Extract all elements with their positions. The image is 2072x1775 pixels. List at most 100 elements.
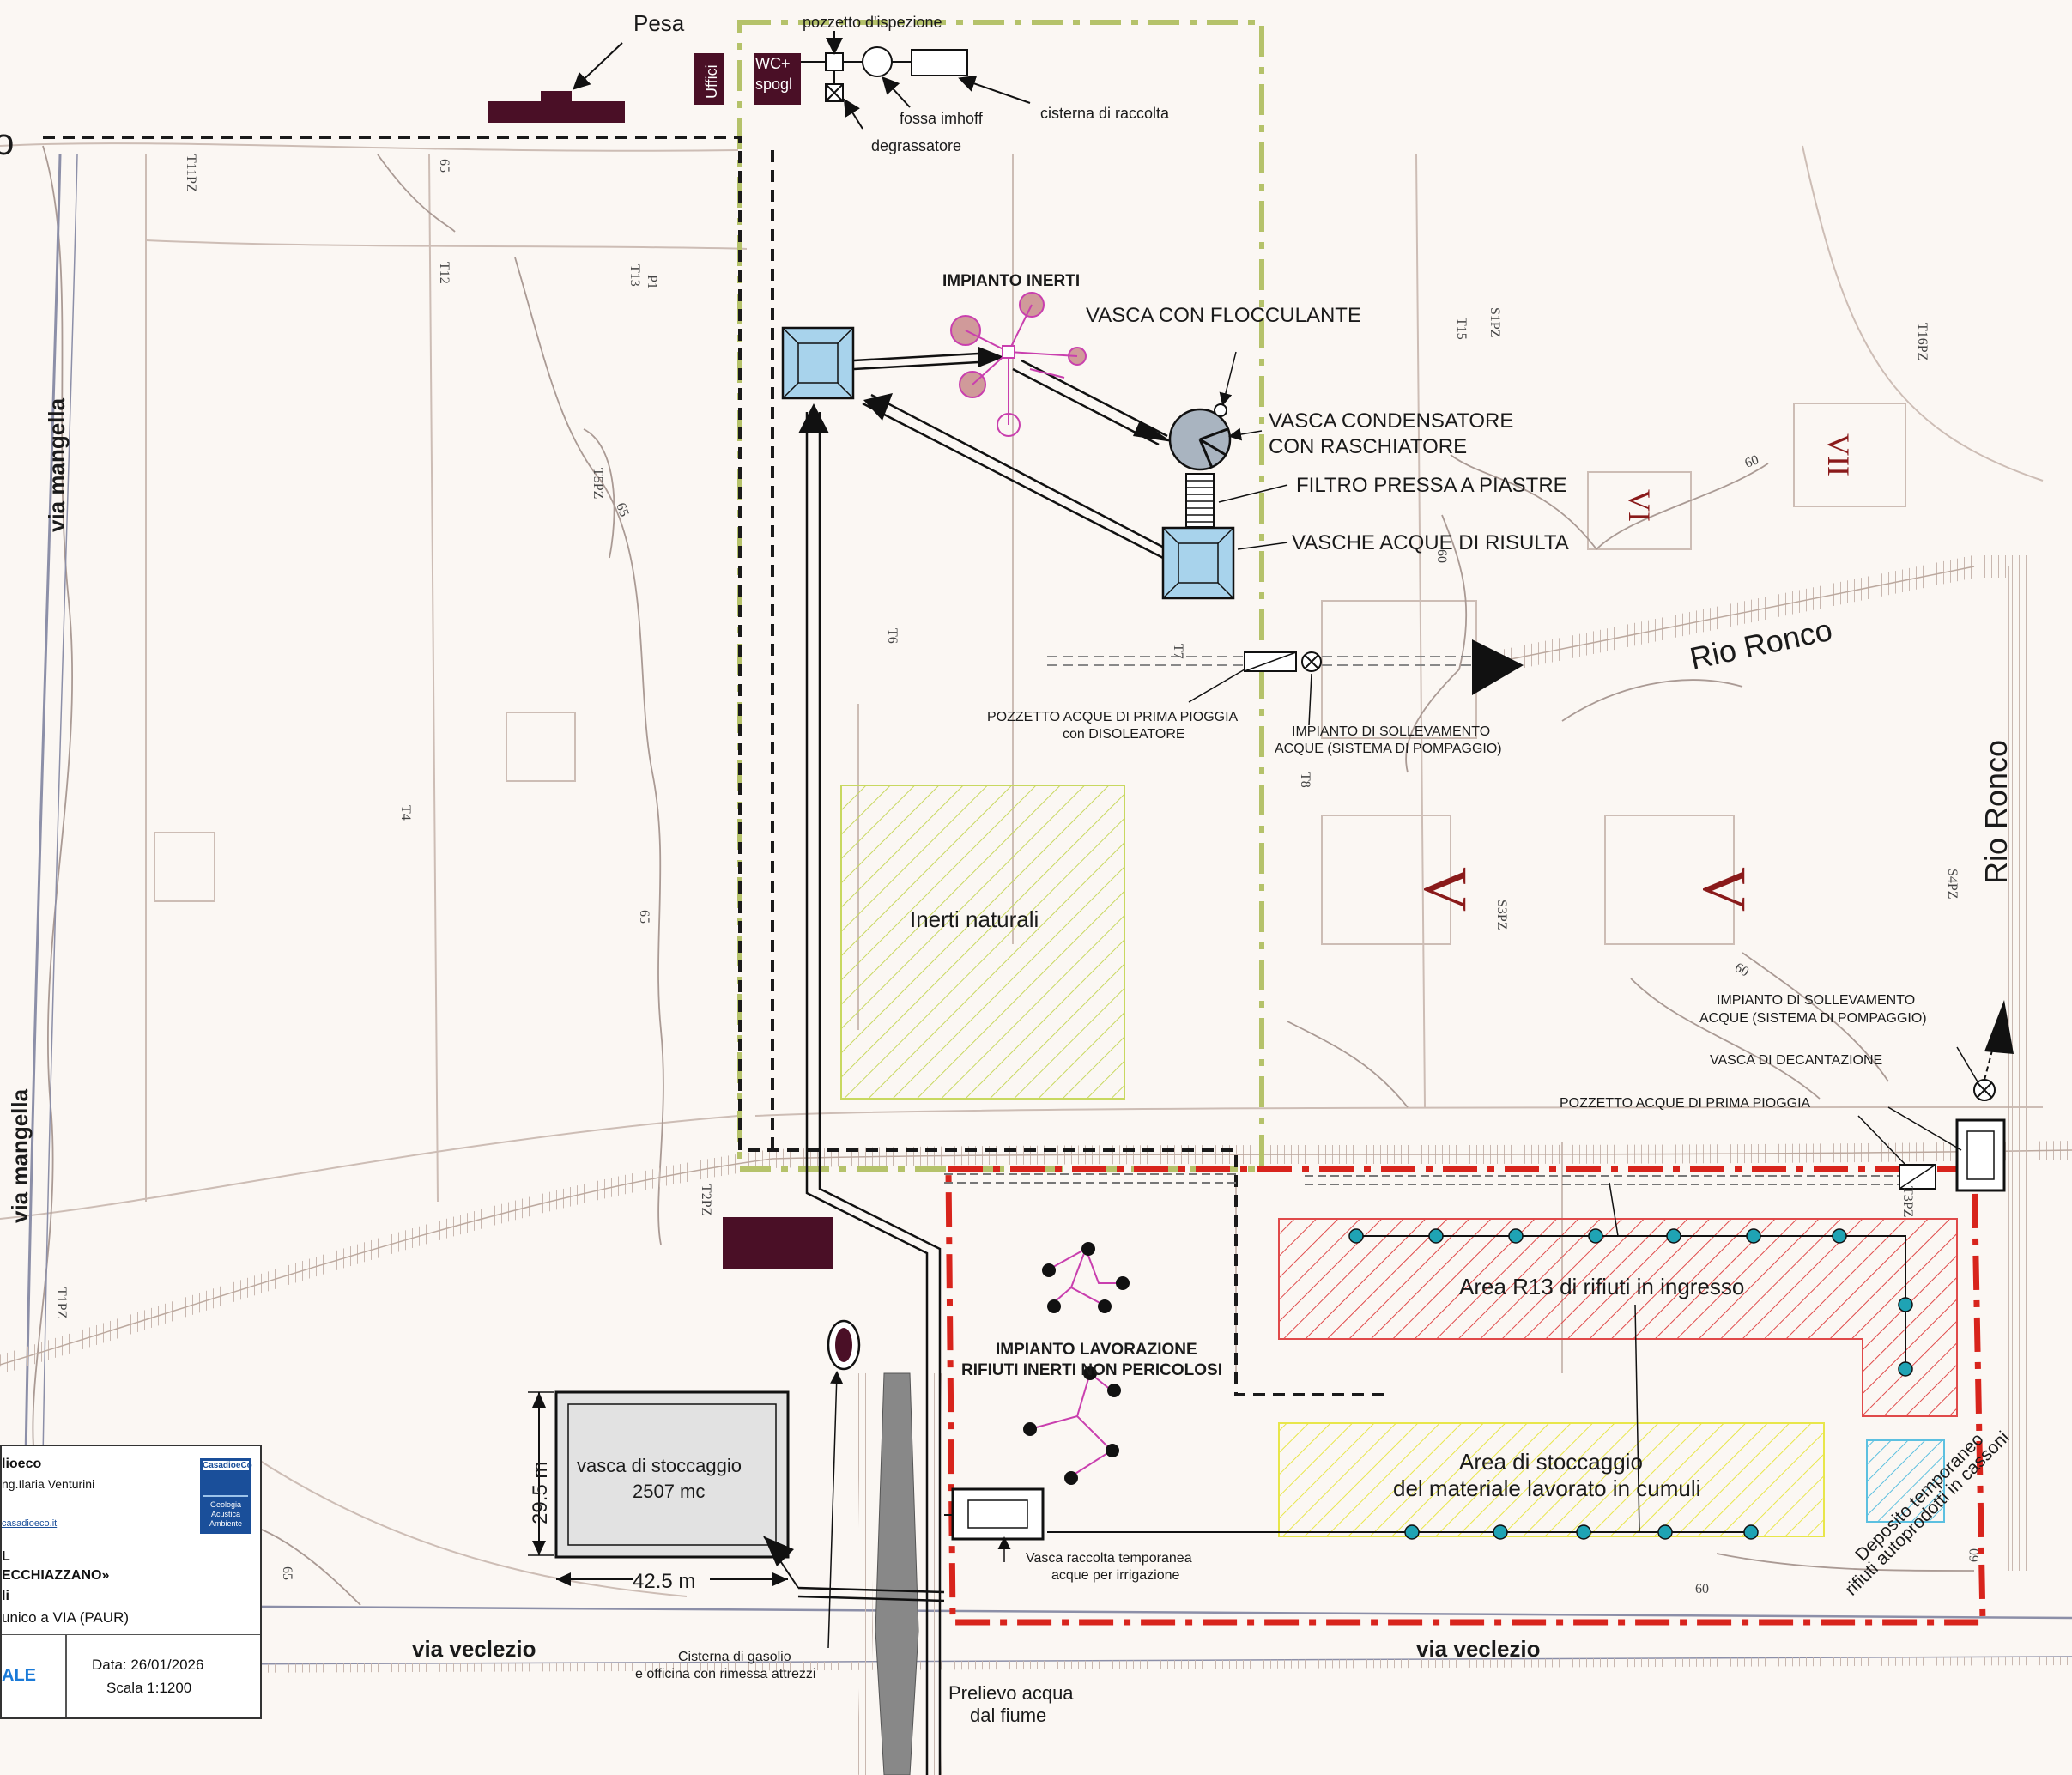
lavorazione-label-2: RIFIUTI INERTI NON PERICOLOSI: [961, 1361, 1222, 1379]
point-t15: T15: [1454, 318, 1469, 340]
contour-60-b: 60: [1434, 549, 1449, 563]
via-veclezio-east-label: via veclezio: [1416, 1636, 1541, 1662]
pozzetto-disoleatore-label-1: POZZETTO ACQUE DI PRIMA PIOGGIA: [987, 710, 1239, 724]
point-t16pz: T16PZ: [1915, 323, 1930, 360]
stoccaggio-label-1: Area di stoccaggio: [1459, 1449, 1643, 1475]
via-mangella-label-2: via mangella: [7, 1088, 33, 1223]
tav-title: ALE: [2, 1666, 36, 1685]
vasca-condensatore-label-2: CON RASCHIATORE: [1269, 435, 1467, 458]
title-block: lioeco ng.Ilaria Venturini casadioeco.it…: [0, 1445, 262, 1719]
vasca-irrigazione: [951, 1487, 1045, 1541]
pozzetto-disoleatore-label-2: con DISOLEATORE: [1063, 727, 1185, 742]
logo-wave-icon: [203, 1473, 248, 1497]
project-line-3: li: [2, 1589, 9, 1603]
vasca-irrigazione-label-2: acque per irrigazione: [1051, 1568, 1180, 1583]
point-t6: T6: [885, 628, 900, 644]
pesa-building: [488, 101, 625, 123]
project-line-1: L: [2, 1549, 10, 1564]
filter-press: [1185, 473, 1215, 528]
via-mangella-label-1: via mangella: [44, 397, 70, 532]
sprinklers: [1348, 1228, 1913, 1540]
wc-building: [754, 53, 801, 105]
point-t1pz: T1PZ: [54, 1287, 69, 1318]
contour-60-c: 60: [1732, 960, 1751, 980]
track-bank: [0, 1141, 2072, 1374]
logo-line-3: Ambiente: [209, 1519, 243, 1528]
point-t4: T4: [398, 805, 413, 821]
point-t5pz: T5PZ: [591, 468, 605, 499]
vasca-stoccaggio-label-1: vasca di stoccaggio: [577, 1455, 742, 1476]
uffici-building: [694, 53, 724, 105]
title-block-company: lioeco ng.Ilaria Venturini casadioeco.it…: [2, 1446, 260, 1542]
area-r13: [1278, 1218, 1958, 1417]
sollevamento-east-label-2: ACQUE (SISTEMA DI POMPAGGIO): [1699, 1011, 1927, 1026]
date-label: Data: 26/01/2026: [92, 1657, 204, 1673]
vasca-stoccaggio: [554, 1390, 790, 1559]
inerti-naturali-label: Inerti naturali: [910, 906, 1039, 932]
vasche-acque-label: VASCHE ACQUE DI RISULTA: [1292, 531, 1569, 554]
logo-line-2: Acustica: [210, 1510, 240, 1518]
sewage-system: [573, 31, 1031, 130]
fossa-imhoff-label: fossa imhoff: [900, 110, 984, 127]
company-email: casadioeco.it: [2, 1518, 58, 1529]
impianto-inerti-label: IMPIANTO INERTI: [942, 272, 1080, 290]
filtro-pressa-label: FILTRO PRESSA A PIASTRE: [1296, 474, 1567, 497]
title-block-info: ALE Data: 26/01/2026 Scala 1:1200: [2, 1635, 260, 1717]
title-block-project: L ECCHIAZZANO» li unico a VIA (PAUR): [2, 1542, 260, 1635]
logo-brand: CasadioeCo: [203, 1461, 252, 1470]
field-v-2: V: [1690, 867, 1759, 912]
point-t12: T12: [437, 262, 451, 284]
company-name: lioeco: [2, 1457, 42, 1471]
project-line-4: unico a VIA (PAUR): [2, 1609, 130, 1626]
road-via-mangella: [24, 154, 78, 1460]
point-s4pz: S4PZ: [1945, 869, 1960, 900]
stoccaggio-label-2: del materiale lavorato in cumuli: [1393, 1475, 1700, 1501]
black-dashed-boundary: [43, 136, 1386, 1396]
uffici-label: Uffici: [703, 64, 720, 99]
cisterna-raccolta-label: cisterna di raccolta: [1040, 105, 1170, 122]
contour-60-d: 60: [1695, 1582, 1709, 1596]
outflow-arrow: [1472, 639, 1524, 695]
contour-60-a: 60: [1743, 452, 1761, 470]
sollevamento-label-1: IMPIANTO DI SOLLEVAMENTO: [1292, 724, 1490, 739]
cisterna-gasolio-label-1: Cisterna di gasolio: [678, 1650, 791, 1664]
vasca-decantazione-label: VASCA DI DECANTAZIONE: [1710, 1053, 1882, 1068]
contour-lines: [32, 145, 1975, 1606]
contour-65-b: 65: [613, 501, 631, 519]
contour-65-d: 65: [280, 1566, 294, 1580]
east-components: [944, 1000, 2014, 1537]
cut-o-label: o: [0, 121, 14, 163]
south-components: [528, 1167, 1130, 1775]
point-t7: T7: [1171, 644, 1185, 659]
company-logo: CasadioeCo Geologia Acustica Ambiente: [200, 1458, 252, 1534]
point-s1pz: S1PZ: [1487, 307, 1502, 338]
logo-line-1: Geologia: [209, 1500, 242, 1509]
author-name: ng.Ilaria Venturini: [2, 1477, 95, 1491]
field-vii: VII: [1821, 433, 1856, 476]
vasca-irrigazione-label-1: Vasca raccolta temporanea: [1026, 1551, 1192, 1566]
via-veclezio-west-label: via veclezio: [412, 1636, 536, 1662]
area-stoccaggio: [1278, 1422, 1825, 1537]
project-line-2: ECCHIAZZANO»: [2, 1568, 110, 1583]
sollevamento-label-2: ACQUE (SISTEMA DI POMPAGGIO): [1275, 742, 1502, 756]
area-deposito: [1866, 1439, 1945, 1523]
rio-ronco-channel: [1499, 555, 2034, 1571]
rio-ronco-label-v: Rio Ronco: [1978, 740, 2014, 884]
survey-points: T11PZ T12 T13 P1 T15 S1PZ T16PZ T5PZ T6 …: [54, 154, 1960, 1318]
point-p1: P1: [645, 275, 659, 289]
point-t3pz: T3PZ: [1900, 1186, 1915, 1217]
point-t2pz: T2PZ: [699, 1184, 713, 1215]
area-r13-label: Area R13 di rifiuti in ingresso: [1459, 1274, 1744, 1299]
impianto-inerti: [781, 292, 1524, 1167]
vasca-condensatore-label-1: VASCA CONDENSATORE: [1269, 409, 1513, 433]
pesa-building-top: [541, 91, 572, 103]
vasca-flocculante-label: VASCA CON FLOCCULANTE: [1086, 304, 1361, 327]
prelievo-label-2: dal fiume: [970, 1705, 1046, 1726]
building-dark: [723, 1217, 833, 1269]
scale-label: Scala 1:1200: [106, 1680, 192, 1696]
contour-60-e: 60: [1967, 1548, 1982, 1562]
point-t13: T13: [627, 264, 642, 287]
dim-width-label: 42.5 m: [633, 1570, 695, 1593]
contour-65-c: 65: [637, 910, 651, 924]
prelievo-label-1: Prelievo acqua: [948, 1682, 1074, 1704]
